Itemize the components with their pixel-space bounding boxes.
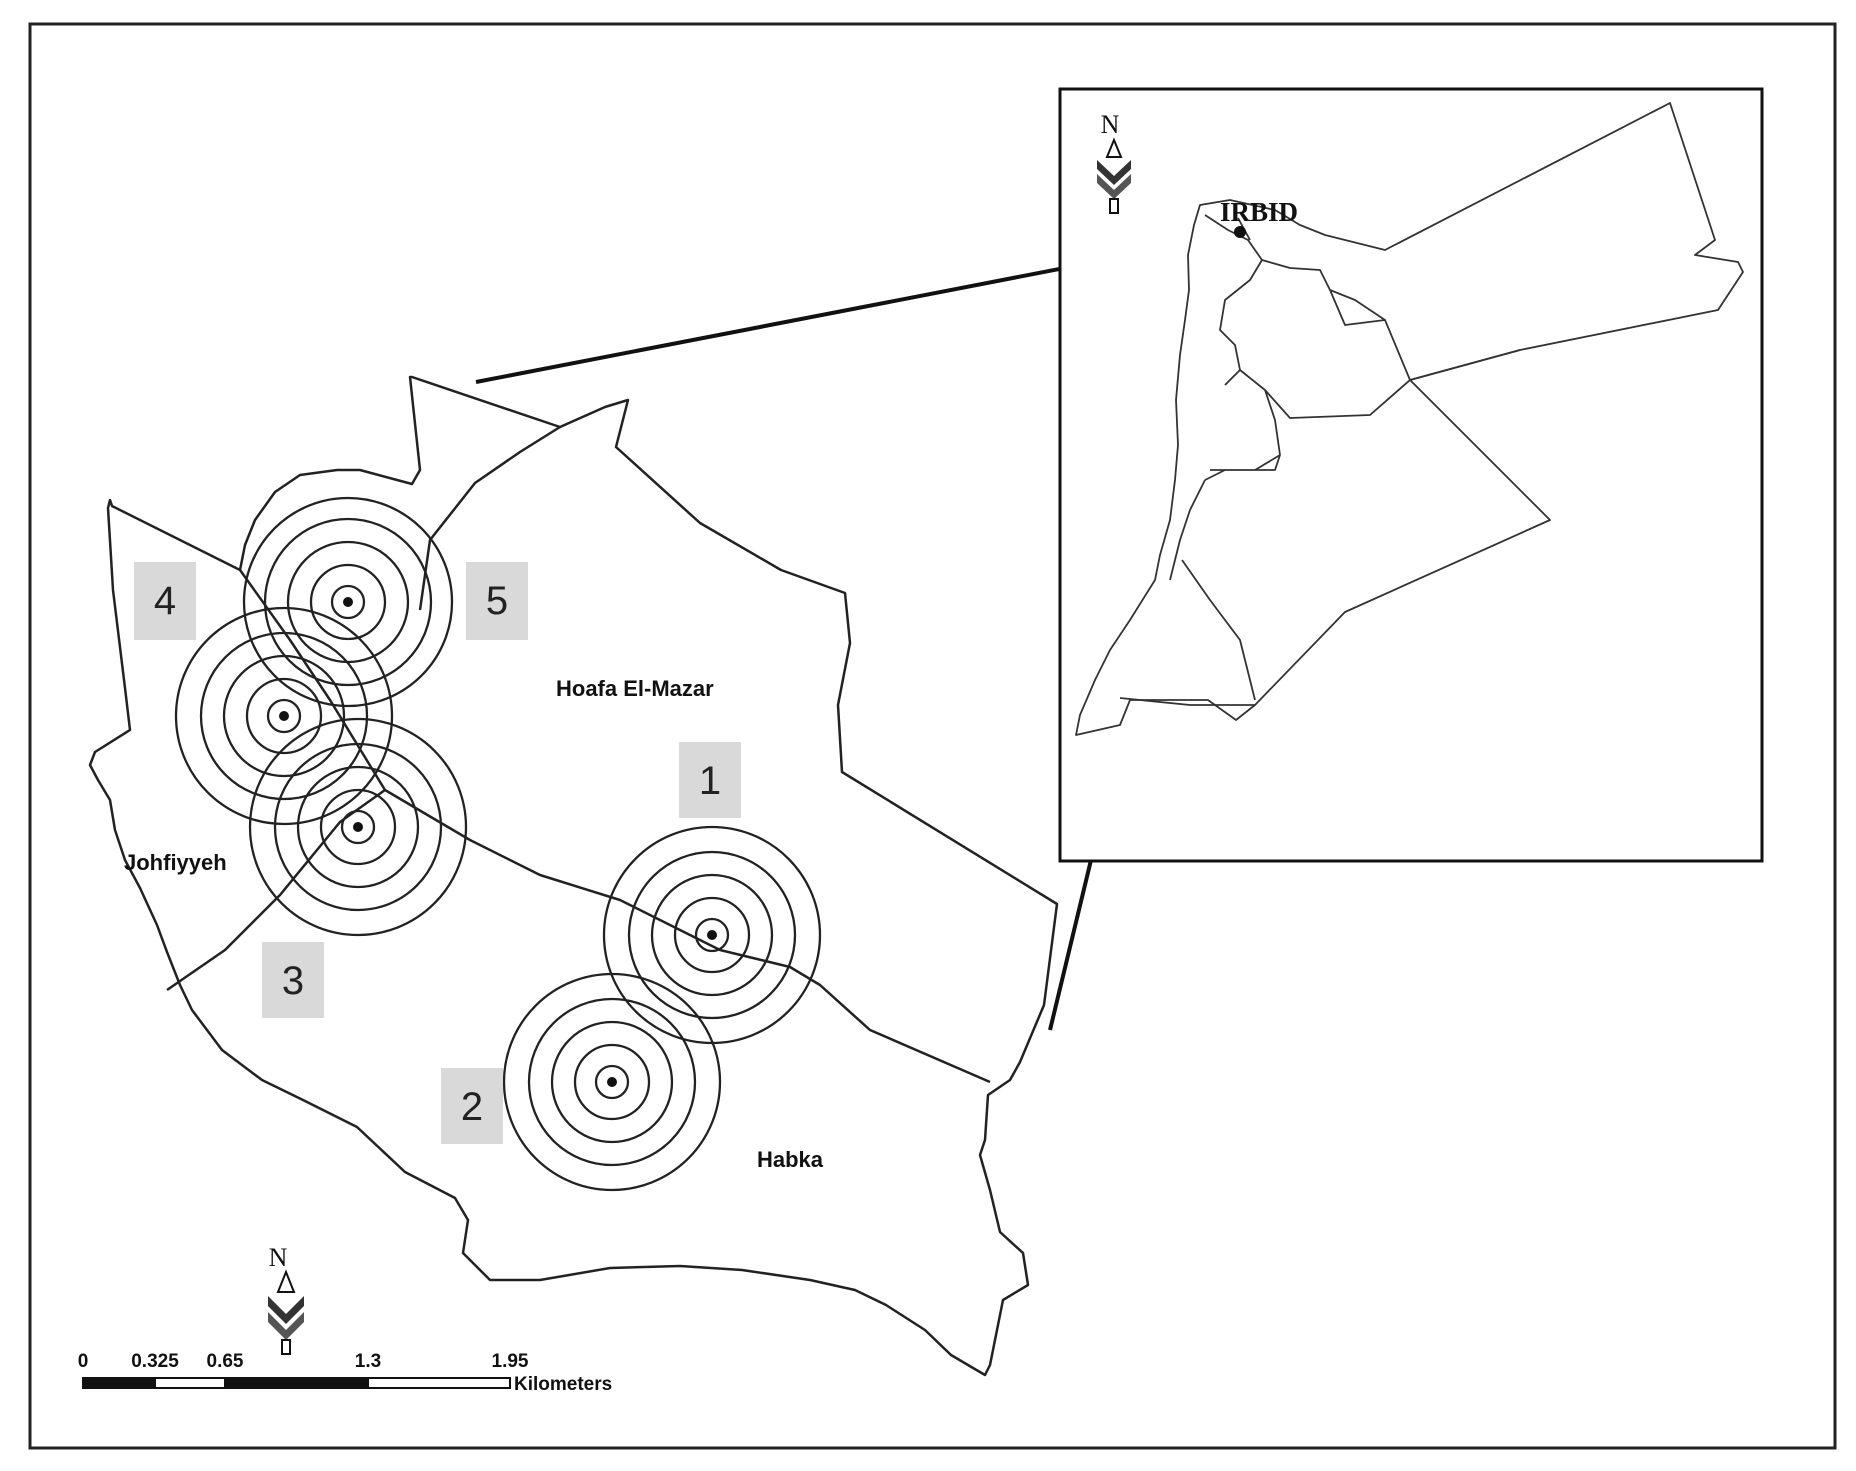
scale-tick-0325: 0.325 bbox=[131, 1351, 179, 1372]
buffer-rings-site-4 bbox=[174, 606, 394, 826]
north-arrow-label: N bbox=[269, 1243, 288, 1272]
inset-map: N IRBID bbox=[1058, 87, 1764, 863]
inset-city-point bbox=[1234, 226, 1246, 238]
scale-tick-195: 1.95 bbox=[492, 1351, 529, 1372]
site-point-2 bbox=[607, 1077, 617, 1087]
site-label-box-5 bbox=[466, 562, 528, 640]
site-label-box-1 bbox=[679, 742, 741, 818]
inset-country bbox=[1075, 102, 1744, 736]
site-point-5 bbox=[343, 597, 353, 607]
site-label-box-3 bbox=[262, 942, 324, 1018]
inset-north-label: N bbox=[1101, 110, 1120, 139]
boundary-central bbox=[238, 569, 991, 1084]
site-label-box-2 bbox=[441, 1068, 503, 1144]
buffer-ring-groups bbox=[174, 496, 822, 1192]
site-point-3 bbox=[353, 822, 363, 832]
boundary-hoafa-north bbox=[418, 425, 561, 611]
site-point-1 bbox=[707, 930, 717, 940]
buffer-rings-site-5 bbox=[242, 496, 454, 708]
region-label-habka: Habka bbox=[757, 1147, 824, 1172]
outer-frame bbox=[28, 22, 1837, 1450]
site-label-boxes: 4 5 1 3 2 bbox=[134, 562, 741, 1144]
study-area bbox=[88, 375, 1059, 1377]
site-label-3: 3 bbox=[282, 959, 304, 1003]
region-label-hoafa: Hoafa El-Mazar bbox=[556, 676, 714, 701]
site-point-4 bbox=[279, 711, 289, 721]
site-label-2: 2 bbox=[461, 1085, 483, 1129]
inset-country-outline bbox=[1075, 102, 1744, 736]
site-points bbox=[279, 597, 717, 1087]
site-label-4: 4 bbox=[154, 579, 176, 623]
scale-tick-13: 1.3 bbox=[355, 1351, 381, 1372]
inset-city-label: IRBID bbox=[1220, 197, 1298, 227]
scale-tick-065: 0.65 bbox=[207, 1351, 244, 1372]
site-label-1: 1 bbox=[699, 759, 721, 803]
inset-north-arrow: N bbox=[1097, 110, 1131, 214]
scale-tick-0: 0 bbox=[78, 1351, 89, 1372]
site-label-5: 5 bbox=[486, 579, 508, 623]
scale-unit: Kilometers bbox=[514, 1374, 612, 1395]
buffer-rings-site-3 bbox=[248, 717, 468, 937]
buffer-rings-site-2 bbox=[502, 972, 722, 1192]
region-label-johfiyyeh: Johfiyyeh bbox=[124, 850, 227, 875]
scale-bar: 0 0.325 0.65 1.3 1.95 Kilometers bbox=[78, 1351, 612, 1395]
site-label-box-4 bbox=[134, 562, 196, 640]
inset-frame bbox=[1058, 87, 1764, 863]
study-area-boundary bbox=[88, 375, 1059, 1377]
north-arrow: N bbox=[268, 1243, 304, 1355]
buffer-rings-site-1 bbox=[602, 825, 822, 1045]
